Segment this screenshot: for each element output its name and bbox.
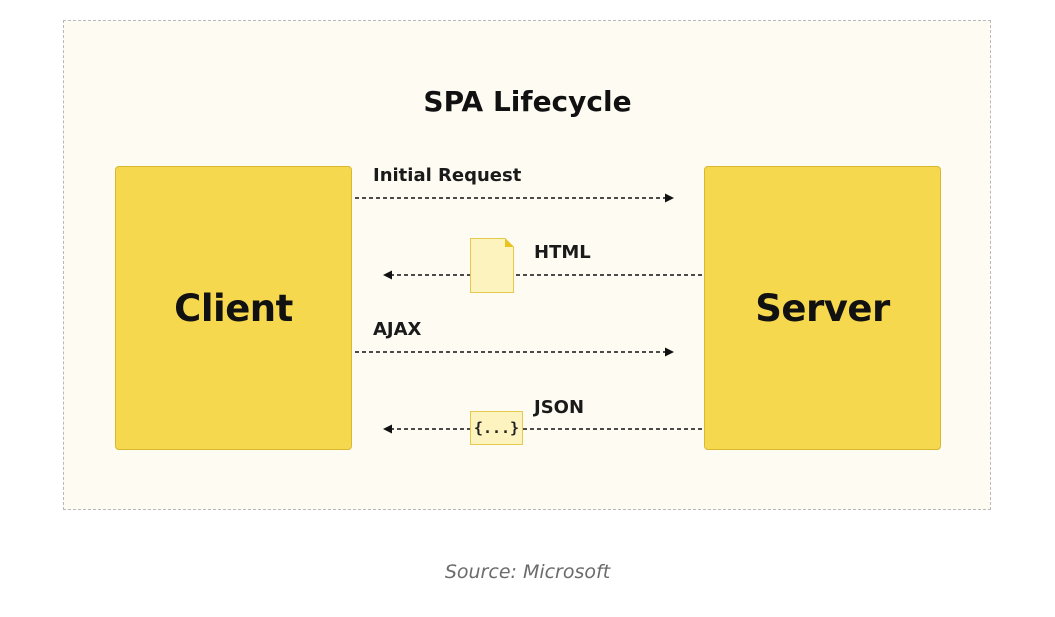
initial-request-label: Initial Request [373, 165, 522, 186]
diagram-title: SPA Lifecycle [423, 85, 632, 118]
server-box: Server [704, 166, 941, 450]
json-payload-text: {...} [473, 419, 520, 437]
json-arrowhead [383, 424, 392, 434]
client-label: Client [174, 286, 293, 330]
json-braces-icon: {...} [470, 411, 523, 445]
json-label: JSON [534, 397, 585, 418]
server-label: Server [755, 286, 890, 330]
source-caption: Source: Microsoft [444, 561, 611, 583]
html-label: HTML [534, 242, 591, 263]
document-icon [470, 238, 514, 293]
html-arrowhead [383, 270, 392, 280]
client-box: Client [115, 166, 352, 450]
ajax-label: AJAX [373, 319, 422, 340]
initial-request-arrowhead [665, 193, 674, 203]
ajax-arrowhead [665, 347, 674, 357]
